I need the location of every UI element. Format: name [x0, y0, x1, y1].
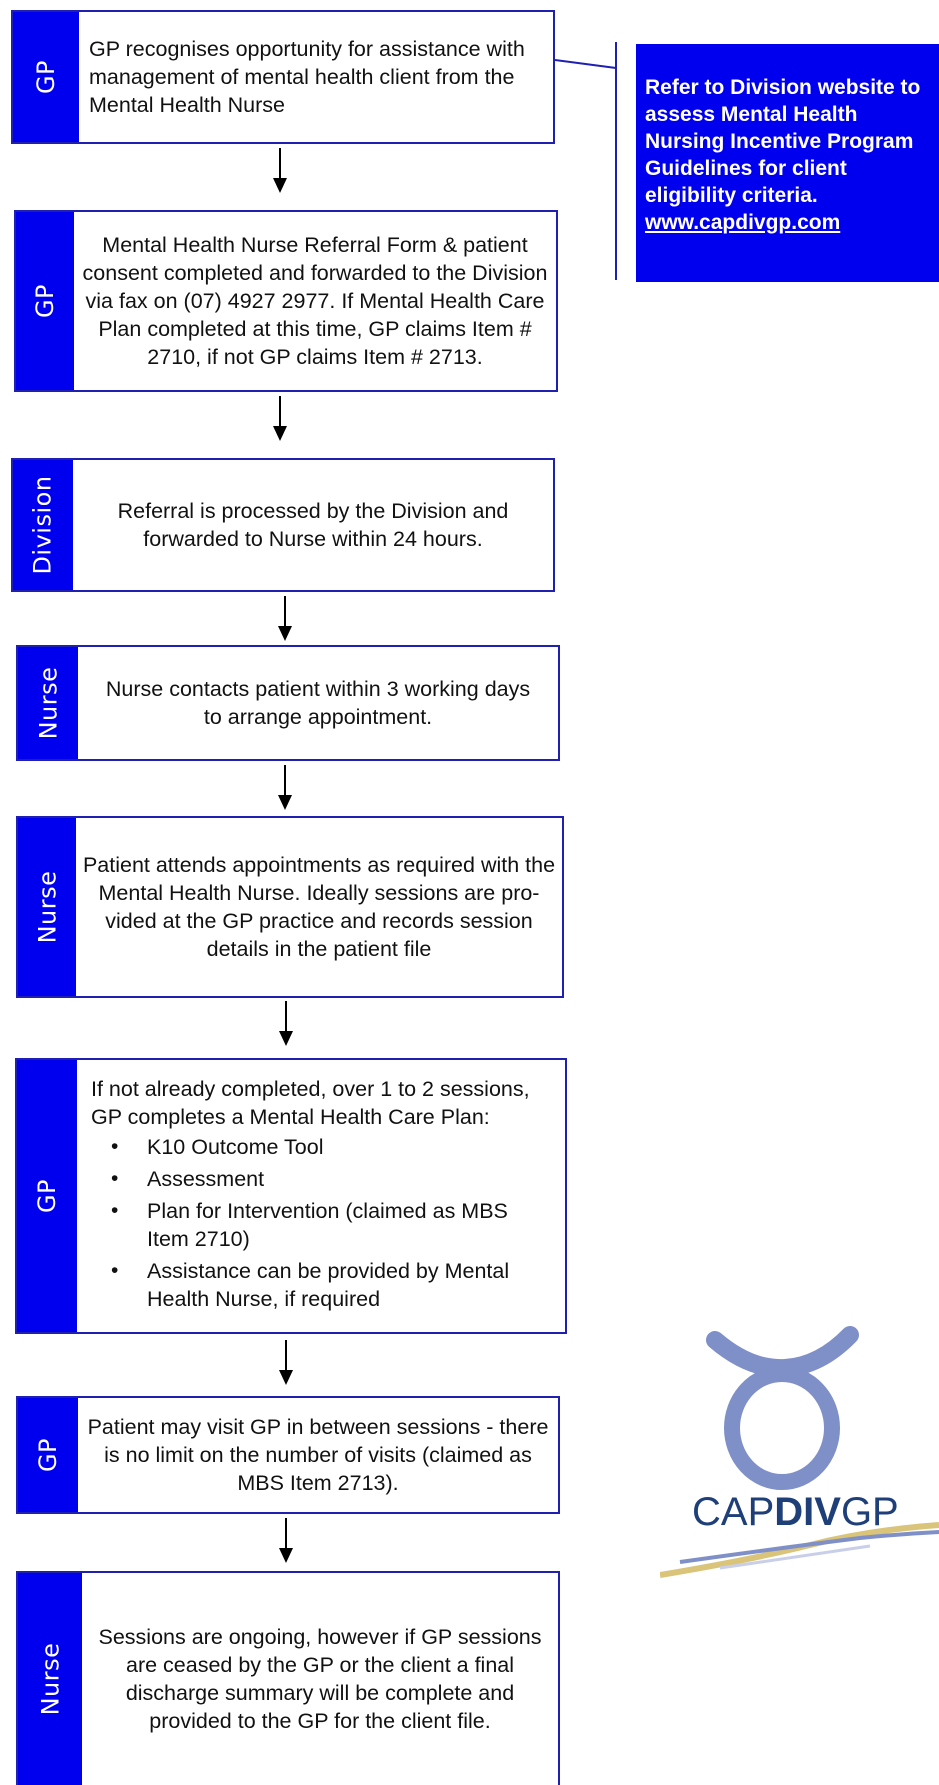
step-3-role: Division — [29, 475, 57, 575]
step-8-role-tab: Nurse — [18, 1573, 82, 1785]
logo-bold: DIV — [774, 1490, 841, 1534]
arrow-4 — [275, 765, 295, 811]
step-4-role-tab: Nurse — [18, 647, 78, 759]
division-website-link[interactable]: www.capdivgp.com — [645, 211, 841, 234]
step-5-box: Nurse Patient attends appointments as re… — [16, 816, 564, 998]
step-1-body: GP recognises opportunity for assistance… — [79, 12, 553, 142]
step-6-list: K10 Outcome Tool Assessment Plan for Int… — [91, 1133, 551, 1313]
step-3-box: Division Referral is processed by the Di… — [11, 458, 555, 592]
step-4-body: Nurse contacts patient within 3 working … — [78, 647, 558, 759]
step-8-text: Sessions are ongoing, however if GP sess… — [98, 1625, 542, 1733]
capdivgp-symbol — [660, 1326, 939, 1578]
arrow-7 — [276, 1518, 296, 1564]
connector-line — [555, 42, 617, 280]
step-5-role-tab: Nurse — [18, 818, 76, 996]
step-1-box: GP GP recognises opportunity for assista… — [11, 10, 555, 144]
step-7-body: Patient may visit GP in between sessions… — [78, 1398, 558, 1512]
list-item: Plan for Intervention (claimed as MBS It… — [111, 1197, 551, 1253]
step-5-body: Patient attends appointments as required… — [76, 818, 562, 996]
step-7-box: GP Patient may visit GP in between sessi… — [16, 1396, 560, 1514]
step-8-body: Sessions are ongoing, however if GP sess… — [82, 1573, 558, 1785]
arrow-3 — [275, 596, 295, 642]
arrow-1 — [270, 148, 290, 194]
step-5-role: Nurse — [33, 870, 61, 944]
step-5-text: Patient attends appointments as required… — [82, 853, 556, 961]
step-2-role-tab: GP — [16, 212, 74, 390]
step-2-role: GP — [30, 283, 59, 319]
step-8-box: Nurse Sessions are ongoing, however if G… — [16, 1571, 560, 1785]
step-7-role-tab: GP — [18, 1398, 78, 1512]
step-3-role-tab: Division — [13, 460, 73, 590]
step-6-intro: If not already completed, over 1 to 2 se… — [91, 1077, 530, 1129]
arrow-2 — [270, 396, 290, 442]
list-item: Assessment — [111, 1165, 551, 1193]
step-6-role: GP — [32, 1178, 61, 1214]
step-2-body: Mental Health Nurse Referral Form & pati… — [74, 212, 556, 390]
step-3-text: Referral is processed by the Division an… — [117, 499, 509, 551]
step-6-content: If not already completed, over 1 to 2 se… — [83, 1075, 559, 1317]
step-6-role-tab: GP — [17, 1060, 77, 1332]
arrow-6 — [276, 1340, 296, 1386]
logo-suffix: GP — [840, 1490, 899, 1534]
step-1-role: GP — [31, 59, 60, 95]
step-2-text: Mental Health Nurse Referral Form & pati… — [82, 233, 548, 369]
arrow-5 — [276, 1001, 296, 1047]
step-8-role: Nurse — [36, 1642, 64, 1716]
step-4-box: Nurse Nurse contacts patient within 3 wo… — [16, 645, 560, 761]
step-2-box: GP Mental Health Nurse Referral Form & p… — [14, 210, 558, 392]
eligibility-note: Refer to Division website to assess Ment… — [636, 44, 939, 282]
step-1-role-tab: GP — [13, 12, 79, 142]
step-7-text: Patient may visit GP in between sessions… — [87, 1415, 549, 1495]
list-item: Assistance can be provided by Mental Hea… — [111, 1257, 551, 1313]
step-7-role: GP — [33, 1437, 62, 1473]
logo-prefix: CAP — [692, 1490, 775, 1534]
step-4-role: Nurse — [34, 666, 62, 740]
capdivgp-wordmark: CAPDIVGP — [692, 1490, 899, 1535]
capdivgp-logo: CAPDIVGP — [660, 1310, 939, 1590]
step-1-text: GP recognises opportunity for assistance… — [89, 37, 525, 117]
eligibility-note-text: Refer to Division website to assess Ment… — [645, 76, 921, 207]
step-6-box: GP If not already completed, over 1 to 2… — [15, 1058, 567, 1334]
list-item: K10 Outcome Tool — [111, 1133, 551, 1161]
step-4-text: Nurse contacts patient within 3 working … — [105, 677, 531, 729]
step-6-body: If not already completed, over 1 to 2 se… — [77, 1060, 565, 1332]
step-3-body: Referral is processed by the Division an… — [73, 460, 553, 590]
